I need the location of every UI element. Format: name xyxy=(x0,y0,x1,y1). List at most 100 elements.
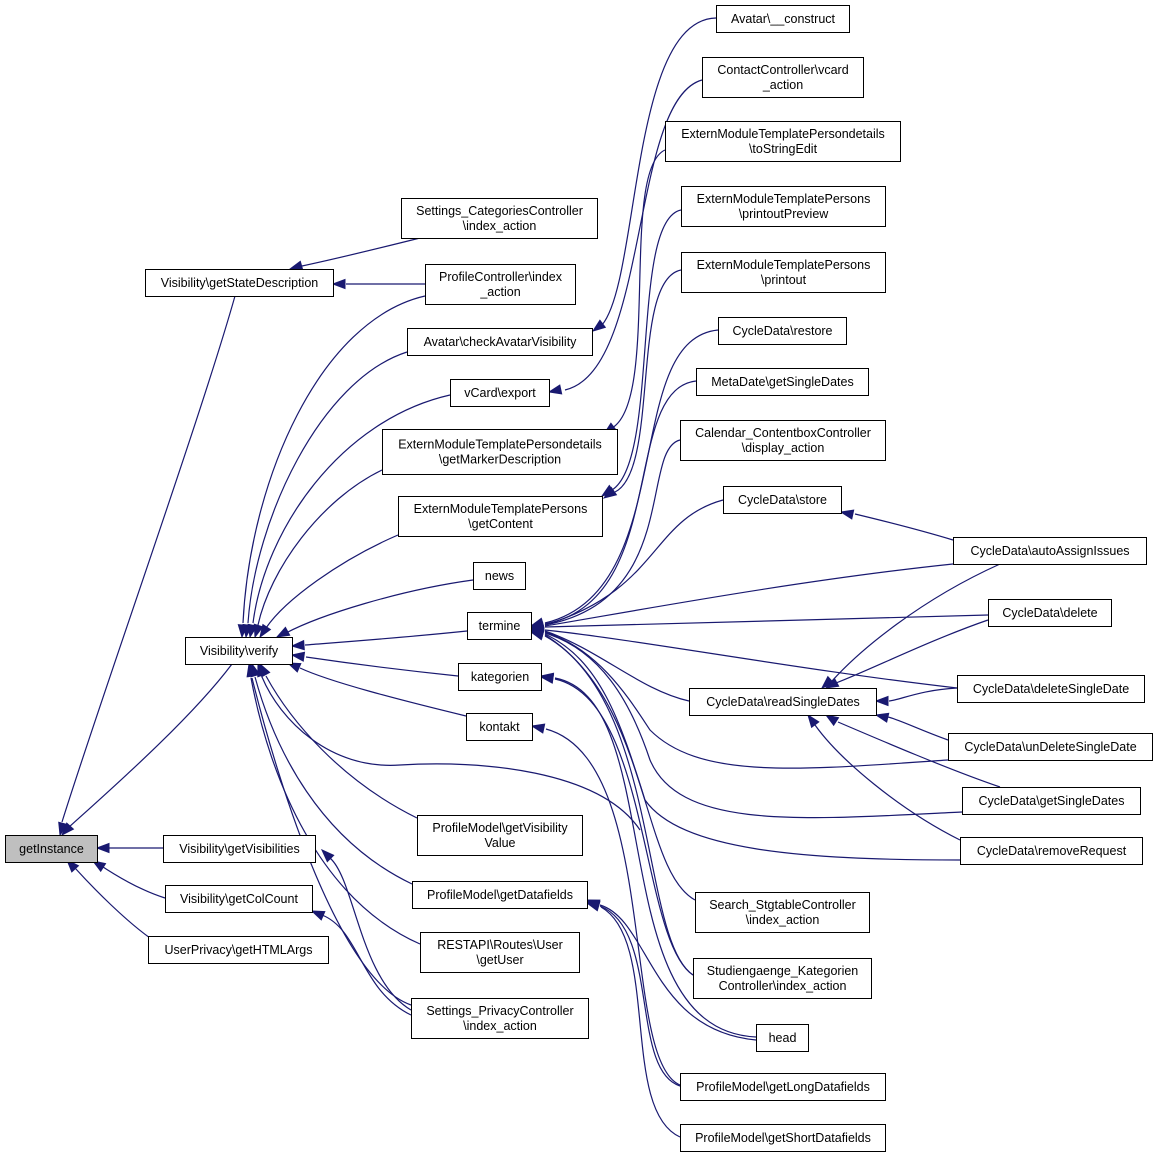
node-label: CycleData\removeRequest xyxy=(977,844,1127,858)
node-box[interactable] xyxy=(681,252,886,293)
node-box[interactable] xyxy=(407,328,593,356)
node-news[interactable]: news xyxy=(473,562,526,590)
node-box[interactable] xyxy=(681,186,886,227)
node-box[interactable] xyxy=(988,599,1112,627)
node-store[interactable]: CycleData\store xyxy=(723,486,842,514)
call-edge xyxy=(611,149,666,429)
arrowhead-icon xyxy=(874,695,889,707)
node-box[interactable] xyxy=(680,420,886,461)
node-box[interactable] xyxy=(185,637,293,665)
node-calendar-display[interactable]: Calendar_ContentboxController\display_ac… xyxy=(680,420,886,461)
node-delete[interactable]: CycleData\delete xyxy=(988,599,1112,627)
node-head[interactable]: head xyxy=(756,1024,809,1052)
node-to-string-edit[interactable]: ExternModuleTemplatePersondetails\toStri… xyxy=(665,121,901,162)
node-kontakt[interactable]: kontakt xyxy=(466,713,533,741)
node-avatar-construct[interactable]: Avatar\__construct xyxy=(716,5,850,33)
node-box[interactable] xyxy=(163,835,316,863)
node-auto-assign[interactable]: CycleData\autoAssignIssues xyxy=(953,537,1147,565)
node-box[interactable] xyxy=(398,496,603,537)
call-edge xyxy=(251,677,412,1006)
node-box[interactable] xyxy=(420,932,580,973)
node-verify[interactable]: Visibility\verify xyxy=(185,637,293,665)
node-box[interactable] xyxy=(450,379,550,407)
arrowhead-icon xyxy=(288,260,304,271)
node-get-instance[interactable]: getInstance xyxy=(5,835,98,863)
node-vcard-export[interactable]: vCard\export xyxy=(450,379,550,407)
node-box[interactable] xyxy=(695,892,870,933)
call-edge xyxy=(600,906,681,1138)
node-un-delete-single[interactable]: CycleData\unDeleteSingleDate xyxy=(948,733,1153,761)
node-contact-vcard[interactable]: ContactController\vcard_action xyxy=(702,57,864,98)
node-box[interactable] xyxy=(718,317,847,345)
node-label: ProfileModel\getLongDatafields xyxy=(696,1080,870,1094)
node-box[interactable] xyxy=(689,688,877,716)
node-box[interactable] xyxy=(696,368,869,396)
call-edge xyxy=(887,716,949,741)
node-get-datafields[interactable]: ProfileModel\getDatafields xyxy=(412,881,588,909)
node-box[interactable] xyxy=(5,835,98,863)
node-box[interactable] xyxy=(458,663,542,691)
node-label: Avatar\__construct xyxy=(731,12,836,26)
node-box[interactable] xyxy=(145,269,334,297)
node-box[interactable] xyxy=(417,815,583,856)
call-edge xyxy=(601,17,717,326)
node-box[interactable] xyxy=(680,1124,886,1152)
node-box[interactable] xyxy=(411,998,589,1039)
node-settings-privacy[interactable]: Settings_PrivacyController\index_action xyxy=(411,998,589,1039)
call-edge xyxy=(614,269,682,493)
node-box[interactable] xyxy=(401,198,598,239)
arrowhead-icon xyxy=(585,901,601,912)
node-search-stg[interactable]: Search_StgtableController\index_action xyxy=(695,892,870,933)
node-get-short-datafields[interactable]: ProfileModel\getShortDatafields xyxy=(680,1124,886,1152)
node-cycle-get-single[interactable]: CycleData\getSingleDates xyxy=(962,787,1141,815)
node-box[interactable] xyxy=(957,675,1145,703)
node-box[interactable] xyxy=(148,936,329,964)
node-box[interactable] xyxy=(680,1073,886,1101)
node-box[interactable] xyxy=(962,787,1141,815)
node-box[interactable] xyxy=(953,537,1147,565)
arrowhead-icon xyxy=(310,910,326,921)
node-delete-single[interactable]: CycleData\deleteSingleDate xyxy=(957,675,1145,703)
node-rest-user[interactable]: RESTAPI\Routes\User\getUser xyxy=(420,932,580,973)
node-box[interactable] xyxy=(756,1024,809,1052)
node-read-single-dates[interactable]: CycleData\readSingleDates xyxy=(689,688,877,716)
node-box[interactable] xyxy=(693,958,872,999)
arrowhead-icon xyxy=(824,677,840,689)
node-box[interactable] xyxy=(702,57,864,98)
node-settings-categories[interactable]: Settings_CategoriesController\index_acti… xyxy=(401,198,598,239)
node-box[interactable] xyxy=(716,5,850,33)
node-check-avatar[interactable]: Avatar\checkAvatarVisibility xyxy=(407,328,593,356)
node-label: ProfileController\index xyxy=(439,270,563,284)
node-printout[interactable]: ExternModuleTemplatePersons\printout xyxy=(681,252,886,293)
node-termine[interactable]: termine xyxy=(467,612,532,640)
node-meta-single-dates[interactable]: MetaDate\getSingleDates xyxy=(696,368,869,396)
node-printout-preview[interactable]: ExternModuleTemplatePersons\printoutPrev… xyxy=(681,186,886,227)
node-box[interactable] xyxy=(412,881,588,909)
node-get-visibilities[interactable]: Visibility\getVisibilities xyxy=(163,835,316,863)
node-box[interactable] xyxy=(467,612,532,640)
node-get-col-count[interactable]: Visibility\getColCount xyxy=(165,885,313,913)
node-box[interactable] xyxy=(960,837,1143,865)
node-box[interactable] xyxy=(665,121,901,162)
node-get-long-datafields[interactable]: ProfileModel\getLongDatafields xyxy=(680,1073,886,1101)
node-box[interactable] xyxy=(425,264,576,305)
node-get-marker-description[interactable]: ExternModuleTemplatePersondetails\getMar… xyxy=(382,429,618,475)
node-label: CycleData\deleteSingleDate xyxy=(973,682,1129,696)
node-remove-request[interactable]: CycleData\removeRequest xyxy=(960,837,1143,865)
node-label: vCard\export xyxy=(464,386,536,400)
node-studiengaenge[interactable]: Studiengaenge_KategorienController\index… xyxy=(693,958,872,999)
node-profile-controller[interactable]: ProfileController\index_action xyxy=(425,264,576,305)
node-get-h-t-m-l-args[interactable]: UserPrivacy\getHTMLArgs xyxy=(148,936,329,964)
node-box[interactable] xyxy=(473,562,526,590)
node-get-content[interactable]: ExternModuleTemplatePersons\getContent xyxy=(398,496,603,537)
node-get-state-description[interactable]: Visibility\getStateDescription xyxy=(145,269,334,297)
call-edge xyxy=(305,656,459,677)
node-box[interactable] xyxy=(723,486,842,514)
node-box[interactable] xyxy=(466,713,533,741)
node-kategorien[interactable]: kategorien xyxy=(458,663,542,691)
node-box[interactable] xyxy=(165,885,313,913)
node-restore[interactable]: CycleData\restore xyxy=(718,317,847,345)
node-box[interactable] xyxy=(382,429,618,475)
node-box[interactable] xyxy=(948,733,1153,761)
